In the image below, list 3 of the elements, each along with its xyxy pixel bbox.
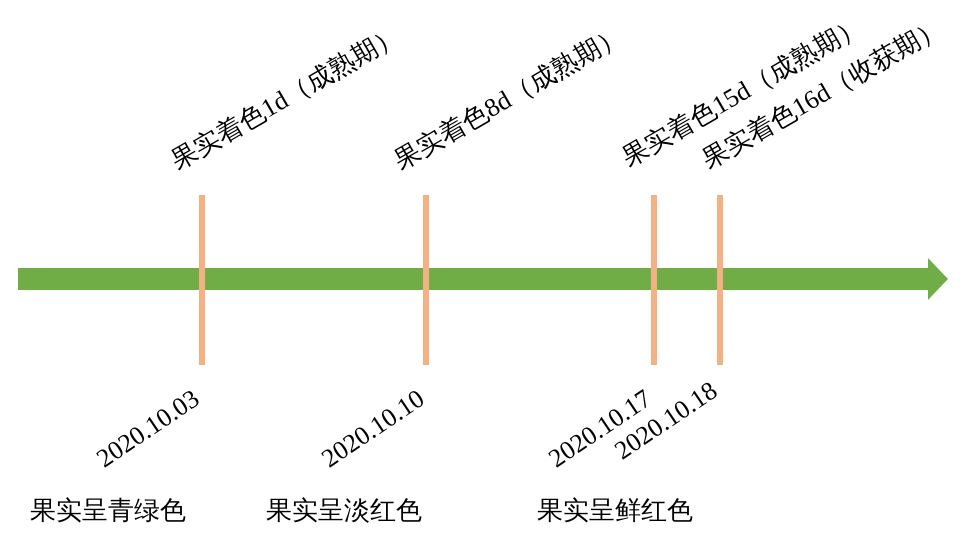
stage-label: 果实呈淡红色: [266, 496, 422, 526]
stage-label: 果实呈青绿色: [30, 496, 186, 526]
stage-label: 果实呈鲜红色: [537, 496, 693, 526]
